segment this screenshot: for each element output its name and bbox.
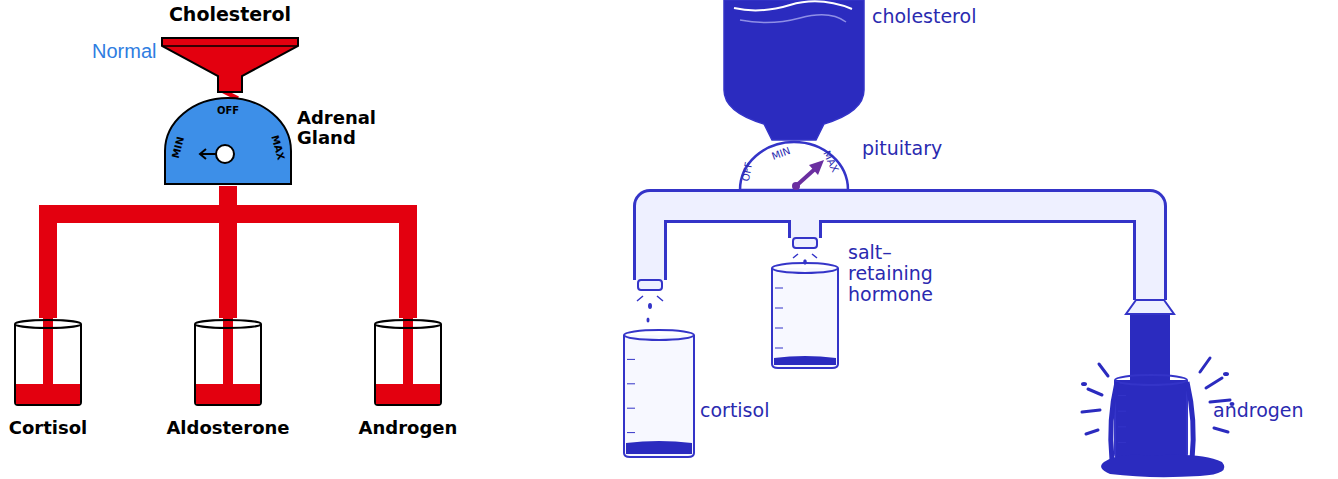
node-outline	[12, 318, 84, 406]
splash-stroke	[1082, 358, 1230, 434]
node-label: androgen	[1213, 400, 1333, 421]
scale-ticks	[1118, 396, 1126, 443]
splash-drop	[1223, 372, 1229, 376]
faucet-nozzle	[638, 280, 662, 290]
node-outline	[372, 318, 444, 406]
dial-pointer-head	[809, 160, 824, 175]
node-outline	[192, 318, 264, 406]
node-outline	[1095, 300, 1205, 465]
state-label: Normal	[92, 40, 156, 62]
beaker-rim	[624, 330, 694, 340]
pipe-outline	[794, 192, 1150, 300]
dial-pointer	[796, 168, 816, 186]
splash-drop	[1081, 382, 1087, 386]
bottle-node: cholesterol	[724, 0, 864, 140]
dial-mark: OFF	[213, 105, 243, 116]
beaker-rim	[195, 320, 261, 328]
drip-splash	[637, 296, 663, 301]
node-label: Aldosterone	[142, 418, 314, 438]
beaker-l-node: Androgen	[372, 318, 444, 406]
bottle-shape	[724, 0, 864, 140]
funnel-rim	[162, 45, 298, 47]
gland-node: Adrenal GlandOFFMINMAX	[163, 96, 293, 186]
beaker-outline	[624, 335, 694, 457]
node-outline	[160, 36, 300, 92]
node-label: Adrenal Gland	[297, 108, 387, 148]
beaker-l-node: Aldosterone	[192, 318, 264, 406]
drip	[648, 303, 652, 309]
drip	[803, 259, 807, 265]
overflow-stream	[1111, 382, 1117, 460]
node-label: Androgen	[322, 418, 494, 438]
beaker-l-node: Cortisol	[12, 318, 84, 406]
beaker-outline	[1115, 380, 1187, 458]
scale-ticks	[775, 288, 783, 348]
beaker-liquid	[774, 356, 836, 365]
dial-dome	[165, 98, 291, 184]
node-label: cholesterol	[872, 6, 1012, 27]
scale-ticks	[627, 359, 635, 432]
drip	[647, 318, 650, 323]
beaker-rim	[1115, 375, 1187, 385]
beaker-rim	[15, 320, 81, 328]
beaker-rim	[772, 263, 838, 273]
node-label: salt– retaining hormone	[848, 242, 948, 305]
node-label: cortisol	[700, 400, 820, 421]
node-label: pituitary	[862, 138, 982, 159]
node-outline	[724, 0, 864, 140]
beaker-liquid	[1116, 380, 1186, 457]
pipe-connector	[228, 186, 408, 318]
beaker-liquid	[626, 441, 692, 454]
dial-node: pituitaryOFFMINMAX	[738, 140, 850, 192]
funnel-shape	[162, 38, 298, 92]
splash-drop	[1230, 402, 1235, 406]
faucet-nozzle	[793, 238, 817, 248]
beaker-rim	[375, 320, 441, 328]
beaker-outline	[772, 268, 838, 368]
node-label: Cortisol	[0, 418, 134, 438]
node-outline	[760, 238, 850, 373]
overflow-stream	[1187, 382, 1193, 460]
pipe-flare	[1126, 300, 1174, 314]
node-outline	[600, 280, 700, 462]
dial-pointer	[200, 149, 216, 159]
pipe-layer	[48, 92, 1150, 318]
dial-pivot	[792, 182, 800, 190]
beaker-r-node: androgen	[1095, 300, 1205, 465]
funnel-node: Cholesterol	[160, 36, 300, 92]
dial-dome	[740, 142, 848, 190]
spill-puddle	[1101, 455, 1224, 477]
node-label: Cholesterol	[140, 4, 320, 25]
bottle-crumple	[740, 15, 846, 23]
dial-knob	[216, 145, 234, 163]
bottle-crumple	[734, 1, 852, 10]
drip-splash	[793, 254, 817, 258]
liquid-stream	[1130, 312, 1170, 384]
pipe-connector	[48, 186, 228, 318]
pipe-connector	[794, 192, 1150, 300]
beaker-r-node: cortisol	[600, 280, 700, 462]
beaker-r-node: salt– retaining hormone	[760, 238, 850, 373]
